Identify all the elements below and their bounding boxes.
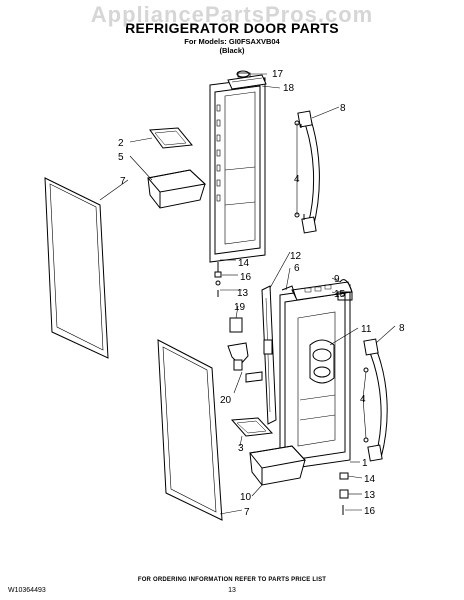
callout-13-lower: 13	[364, 490, 376, 501]
callout-20: 20	[220, 395, 232, 406]
callout-9: 9	[334, 274, 340, 285]
bin-part-5	[147, 169, 207, 209]
part-9-wire	[339, 279, 353, 293]
upper-door-liner	[209, 72, 267, 263]
callout-16-lower: 16	[364, 506, 376, 517]
door-trim-part-12	[261, 285, 277, 425]
page-title: REFRIGERATOR DOOR PARTS	[125, 20, 339, 36]
callout-14-upper: 14	[238, 258, 250, 269]
gasket-upper	[44, 177, 109, 359]
lower-handle	[363, 338, 388, 462]
upper-handle	[297, 110, 320, 234]
document-number: W10364493	[8, 587, 46, 594]
shelf-part-3	[230, 417, 274, 437]
callout-1: 1	[362, 458, 368, 469]
callout-6: 6	[294, 263, 300, 274]
callout-3: 3	[238, 443, 244, 454]
part-15	[337, 291, 353, 301]
callout-10: 10	[240, 492, 252, 503]
gasket-lower	[157, 339, 223, 521]
callout-8-upper: 8	[340, 103, 346, 114]
page-number: 13	[228, 587, 236, 594]
callout-4-lower: 4	[360, 394, 366, 405]
callout-18: 18	[283, 83, 295, 94]
callout-13-upper: 13	[237, 288, 249, 299]
callout-14-lower: 14	[364, 474, 376, 485]
callout-7-lower: 7	[244, 507, 250, 518]
callout-11: 11	[361, 324, 372, 335]
part-14-upper	[214, 271, 222, 278]
ordering-note: FOR ORDERING INFORMATION REFER TO PARTS …	[137, 577, 327, 583]
callout-12: 12	[290, 251, 302, 262]
shelf-part-2	[149, 127, 193, 149]
callout-8-lower: 8	[399, 323, 405, 334]
part-13-lower	[339, 489, 349, 499]
lower-door-liner	[279, 281, 353, 471]
part-14-lower	[339, 472, 349, 480]
callout-7-upper: 7	[120, 176, 126, 187]
part-6-bracket	[281, 285, 297, 299]
callout-5: 5	[118, 152, 124, 163]
leader-lines	[99, 73, 396, 515]
callout-19: 19	[234, 302, 246, 313]
callout-4-upper: 4	[294, 174, 300, 185]
callout-15: 15	[334, 289, 346, 300]
color-line: (Black)	[219, 46, 245, 55]
callout-17: 17	[272, 69, 284, 80]
models-line: For Models: GI0FSAXVB04	[184, 37, 280, 46]
callout-16-upper: 16	[240, 272, 252, 283]
dispenser-parts	[227, 317, 263, 383]
callout-2: 2	[118, 138, 124, 149]
part-17-cap	[236, 70, 250, 78]
bin-part-10	[249, 445, 306, 486]
